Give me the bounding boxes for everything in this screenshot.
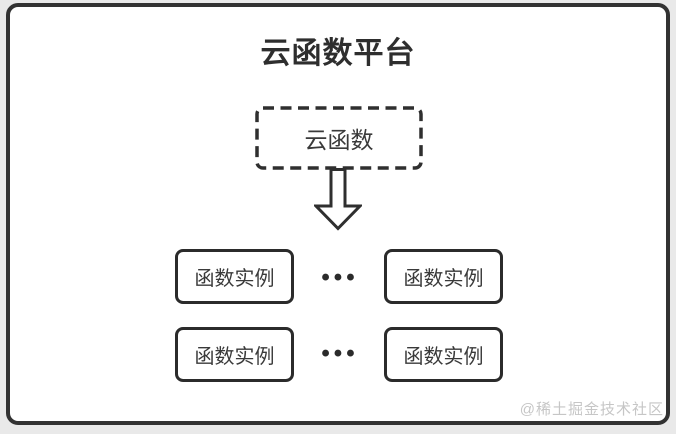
ellipsis-icon: ••• xyxy=(321,264,359,291)
watermark-text: @稀土掘金技术社区 xyxy=(519,401,664,418)
down-arrow-icon xyxy=(314,168,362,231)
function-instance-box: 函数实例 xyxy=(175,327,294,382)
cloud-function-node: 云函数 xyxy=(255,106,423,170)
function-instance-box: 函数实例 xyxy=(175,249,294,304)
function-instance-box: 函数实例 xyxy=(384,327,503,382)
ellipsis-icon: ••• xyxy=(321,340,359,367)
diagram-title: 云函数平台 xyxy=(260,37,416,70)
function-instance-box: 函数实例 xyxy=(384,249,503,304)
cloud-function-label: 云函数 xyxy=(304,127,374,153)
dashed-border-icon xyxy=(255,106,423,170)
